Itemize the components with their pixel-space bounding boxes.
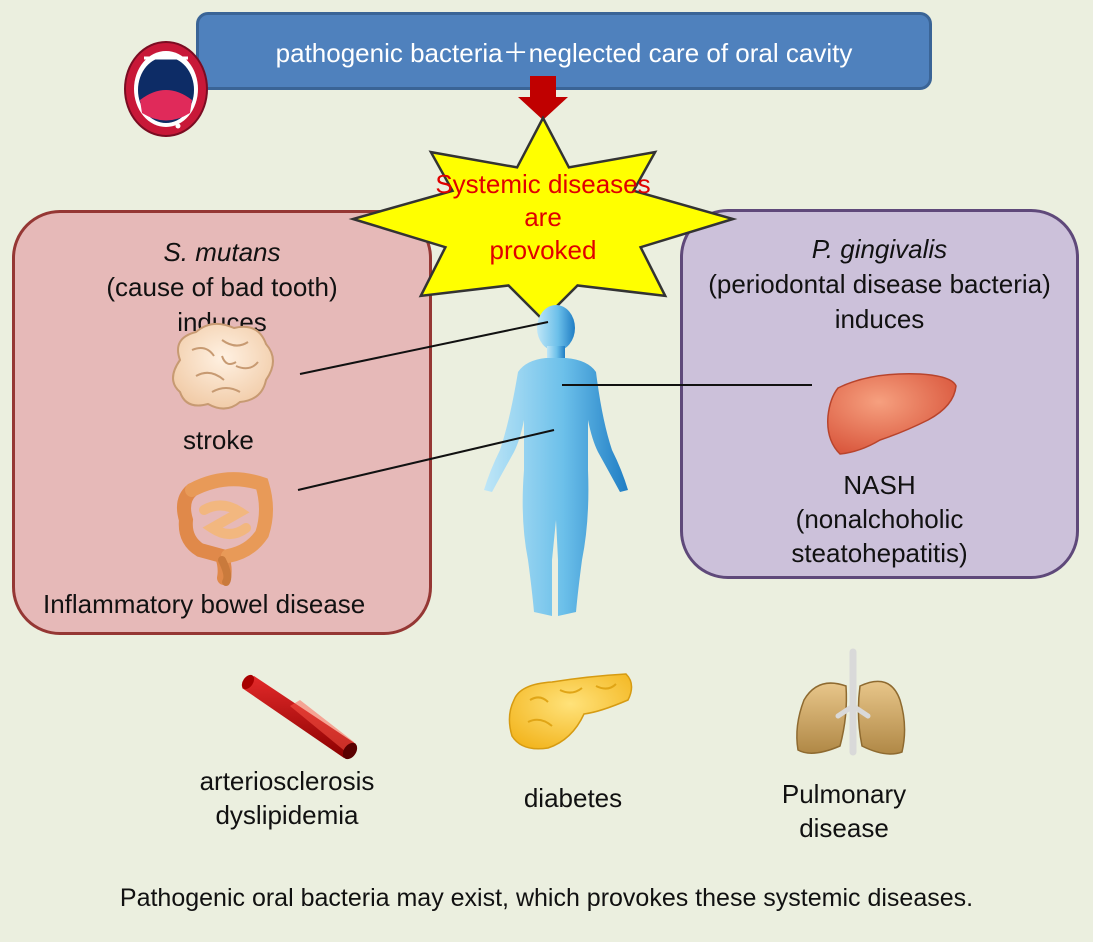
s-mutans-title: S. mutans xyxy=(163,237,281,267)
nash-label-group: NASH (nonalchoholic steatohepatitis) xyxy=(680,468,1079,570)
p-gingivalis-description: (periodontal disease bacteria) xyxy=(708,269,1051,299)
line-intestine-to-body xyxy=(297,429,555,491)
footer-note: Pathogenic oral bacteria may exist, whic… xyxy=(119,884,974,912)
top-banner: pathogenic bacteria＋neglected care of or… xyxy=(196,12,932,90)
lungs-icon xyxy=(796,648,906,756)
nash-detail-1: (nonalchoholic xyxy=(795,504,964,534)
star-line-2: are xyxy=(524,202,562,232)
p-gingivalis-title: P. gingivalis xyxy=(811,234,948,264)
star-line-3: provoked xyxy=(489,235,597,265)
nash-label: NASH xyxy=(843,470,916,500)
s-mutans-description: (cause of bad tooth) xyxy=(106,272,338,302)
stroke-label: stroke xyxy=(183,425,254,455)
artery-icon xyxy=(241,674,358,760)
brain-icon xyxy=(172,322,274,410)
arteriosclerosis-label: arteriosclerosis xyxy=(199,766,375,796)
liver-icon xyxy=(827,373,957,455)
line-brain-to-body xyxy=(299,321,549,375)
intestine-icon xyxy=(177,472,273,586)
banner-text: pathogenic bacteria＋neglected care of or… xyxy=(275,37,853,68)
human-body-icon xyxy=(484,305,628,616)
star-line-1: Systemic diseases xyxy=(435,169,651,199)
p-gingivalis-induces: induces xyxy=(834,304,925,334)
diabetes-label: diabetes xyxy=(523,783,623,813)
pulmonary-label-group: Pulmonary disease xyxy=(744,777,944,845)
down-arrow-icon xyxy=(518,76,568,120)
pulmonary-label-2: disease xyxy=(799,813,889,843)
mouth-icon xyxy=(124,41,208,137)
star-text: Systemic diseases are provoked xyxy=(393,168,693,267)
arterio-label-group: arteriosclerosis dyslipidemia xyxy=(167,764,407,832)
dyslipidemia-label: dyslipidemia xyxy=(215,800,359,830)
pulmonary-label-1: Pulmonary xyxy=(781,779,907,809)
nash-detail-2: steatohepatitis) xyxy=(791,538,968,568)
ibd-label: Inflammatory bowel disease xyxy=(43,589,366,619)
pancreas-icon xyxy=(508,673,633,750)
